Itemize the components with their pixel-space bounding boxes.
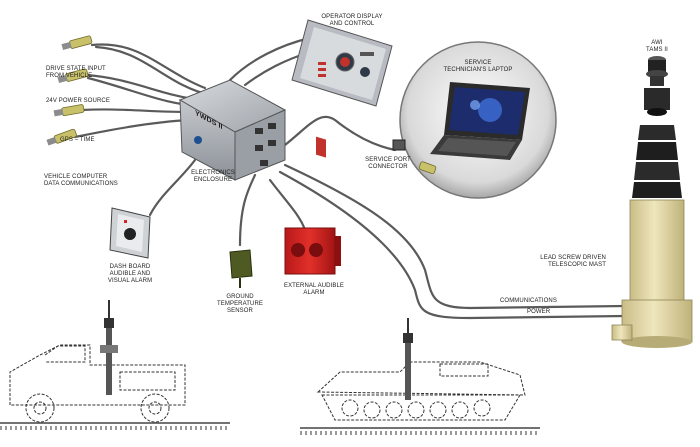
label-power: POWER: [527, 309, 551, 315]
external-alarm-icon: [284, 227, 341, 275]
cables: [73, 36, 627, 320]
telescopic-mast: [611, 56, 693, 348]
label-power-source: 24V POWER SOURCE: [46, 98, 110, 104]
operator-display-panel: [291, 19, 393, 158]
service-port-connector: [392, 139, 437, 175]
laptop-icon: [399, 41, 557, 199]
truck-ground: [0, 422, 230, 430]
tank-mast: [403, 318, 413, 400]
tank-ground: [300, 427, 540, 435]
electronics-enclosure: [178, 79, 287, 181]
alarm-icon: [109, 207, 151, 259]
tank-icon: [316, 361, 526, 421]
truck-mast: [100, 300, 118, 395]
label-gps: GPS – TIME: [60, 137, 95, 143]
truck-icon: [9, 344, 186, 423]
label-communications: COMMUNICATIONS: [500, 298, 557, 304]
sensor-icon: [229, 249, 253, 288]
connector-plug-icon: [46, 35, 93, 146]
